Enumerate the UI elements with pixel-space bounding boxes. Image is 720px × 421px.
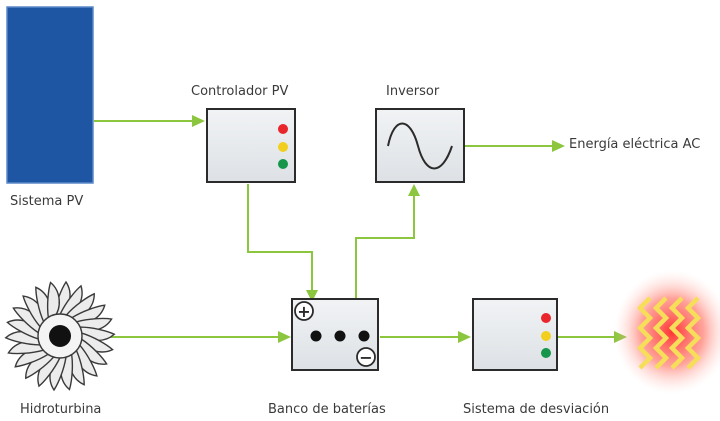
- label-pv-system: Sistema PV: [10, 194, 84, 209]
- negative-terminal-icon: −: [359, 348, 372, 367]
- turbine-core: [49, 325, 71, 347]
- battery-dot: [334, 330, 346, 342]
- positive-terminal-icon: +: [297, 302, 310, 321]
- label-ac-output: Energía eléctrica AC: [569, 137, 701, 152]
- label-hydroturbine: Hidroturbina: [20, 402, 102, 417]
- pv-panel-icon: [6, 6, 94, 184]
- led-yellow-icon: [541, 331, 551, 341]
- pv-controller-box: [206, 108, 296, 183]
- turbine-blade: [46, 281, 60, 319]
- label-inverter: Inversor: [386, 84, 440, 99]
- label-pv-controller: Controlador PV: [191, 84, 289, 99]
- label-battery-bank: Banco de baterías: [268, 402, 386, 417]
- connectors: [94, 120, 614, 338]
- zigzag-heater-icon: [614, 270, 720, 394]
- arrow-battery-to-inverter: [355, 194, 415, 299]
- led-green-icon: [541, 348, 551, 358]
- sine-wave-icon: [387, 122, 453, 170]
- arrow-controller-to-battery: [247, 184, 313, 292]
- led-red-icon: [541, 313, 551, 323]
- led-green-icon: [278, 159, 288, 169]
- battery-dot: [358, 330, 370, 342]
- battery-dot: [310, 330, 322, 342]
- diversion-system-box: [472, 298, 558, 371]
- led-yellow-icon: [278, 142, 288, 152]
- inverter-box: [375, 108, 465, 183]
- turbine-wheel-icon: [4, 280, 116, 392]
- led-red-icon: [278, 124, 288, 134]
- battery-bank-box: + −: [291, 298, 379, 371]
- label-diversion-system: Sistema de desviación: [463, 402, 610, 417]
